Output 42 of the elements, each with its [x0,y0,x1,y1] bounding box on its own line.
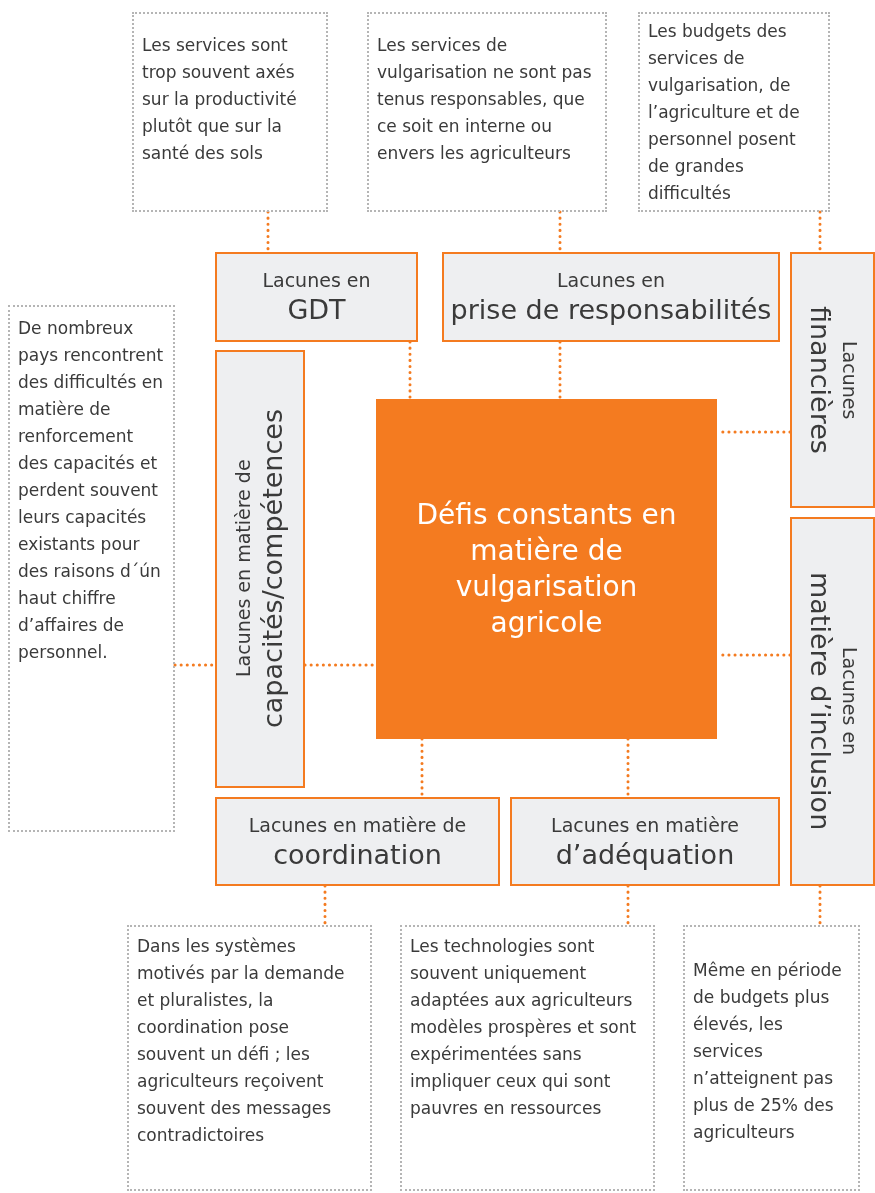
gap-subtitle: Lacunes [837,340,862,420]
note-text: Même en période de budgets plus élevés, les services n’atteignent pas plus de 25% des agriculteurs [693,959,843,1144]
gap-subtitle: Lacunes en matière de [248,812,467,838]
note-text: Les services sont trop souvent axés sur la productivité plutôt que sur la santé des sols [142,34,298,165]
gap-title: prise de responsabilités [450,293,772,327]
note-box [367,12,607,212]
gap-title: matière d’inclusion [803,572,837,831]
gap-box [510,797,780,886]
gap-box [215,350,305,788]
note-text: Les services de vulgarisation ne sont pas tenus responsables, que ce soit en interne ou envers les agriculteurs [377,34,593,165]
gap-title: financières [803,306,837,454]
gap-box [442,252,780,342]
note-box [400,925,655,1191]
note-text: Les technologies sont souvent uniquement adaptées aux agriculteurs modèles prospères et sont expérimentées sans impliquer ceux qui sont pauvres en ressources [410,935,638,1120]
gap-box [790,252,875,508]
note-box [638,12,830,212]
gap-title: capacités/compétences [256,409,289,729]
gap-title: GDT [287,293,346,327]
dotted-connector [408,340,412,401]
note-box [127,925,372,1191]
note-text: De nombreux pays rencontrent des difficultés en matière de renforcement des capacités et perdent souvent leurs capacités existants pour des raisons d´ún haut chiffre d’affaires de personnel. [18,317,165,664]
gap-box [215,797,500,886]
dotted-connector [558,340,562,401]
central-heading: Défis constants en matière de vulgarisation agricole [415,497,678,641]
gap-subtitle: Lacunes en [262,268,371,293]
gap-title: d’adéquation [555,837,735,872]
note-text: Les budgets des services de vulgarisation, de l’agriculture et de personnel posent de grandes difficultés [648,20,801,205]
gap-title: coordination [273,837,442,872]
note-text: Dans les systèmes motivés par la demande et pluralistes, la coordination pose souvent un défi ; les agriculteurs reçoivent souvent des messages contradictoires [137,935,346,1147]
central-box [376,399,717,739]
gap-box [215,252,418,342]
gap-subtitle: Lacunes en matière [551,812,739,838]
dotted-connector [626,884,630,927]
note-box [683,925,860,1191]
gap-box [790,517,875,886]
gap-subtitle: Lacunes en matière de [231,460,255,678]
gap-subtitle: Lacunes en [556,268,666,293]
note-box [8,305,175,832]
note-box [132,12,328,212]
dotted-connector [818,884,822,927]
gap-subtitle: Lacunes en [837,647,862,756]
dotted-connector [323,884,327,927]
